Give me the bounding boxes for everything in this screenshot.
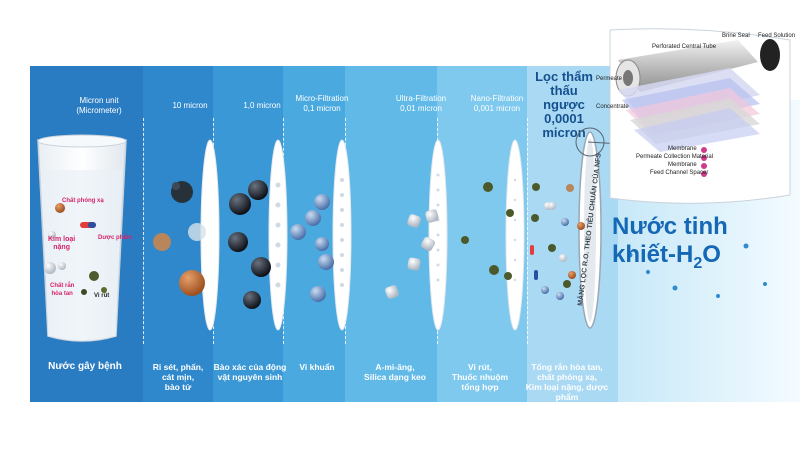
header-nano-filtration: Nano-Filtration 0,001 micron [470,94,524,113]
band-ro [527,66,618,402]
caption-col1: Rỉ sét, phấn, cát mịn, bào tử [152,362,204,392]
particles-col1 [153,181,206,296]
label-feed-solution: Feed Solution [758,33,796,39]
filter-disc-nano [505,139,525,331]
ro-membrane-disc [578,131,602,329]
label-permeate: Permeate [596,76,623,82]
caption-glass: Nước gây bệnh [48,361,122,372]
pure-water-line2: khiết-H2O [612,241,728,278]
label-dissolved-solids: Chất rắn hòa tan [50,283,75,297]
pure-water-line1: Nước tinh [612,213,728,240]
glass-particles [44,203,107,295]
pure-water-title: Nước tinh khiết-H2O [612,213,728,278]
caption-col6: Tổng rắn hòa tan, chất phóng xạ, Kim loạ… [525,362,609,402]
label-radioactive: Chất phóng xạ [62,198,104,204]
header-micro-filtration: Micro-Filtration 0,1 micron [295,94,349,113]
unit-header: Micron unit (Micrometer) [76,96,122,115]
particles-col4 [385,209,439,299]
particles-col3 [290,194,334,302]
caption-col3: Vi khuẩn [299,362,335,372]
pure-water-h: khiết-H [612,241,694,268]
label-concentrate: Concentrate [596,104,629,110]
pure-water-o: O [702,241,721,268]
header-10-micron: 10 micron [172,101,208,110]
pure-water-sub: 2 [693,255,703,272]
label-brine-seal: Brine Seal [722,33,750,39]
label-pharmaceutical: Dược phẩm [98,235,132,241]
pure-water-drops [627,196,767,298]
label-virus: Vi rút [94,293,110,299]
band-ultra [345,66,437,402]
separator [527,118,528,344]
caption-col5: Vi rút, Thuốc nhuộm tổng hợp [451,362,509,392]
filter-disc-1 [268,139,288,331]
label-heavy-metal: Kim loại nặng [48,236,76,251]
particles-col2 [228,180,271,309]
particle [55,203,65,213]
caption-col4: A-mi-ăng, Silica dạng keo [364,362,426,382]
label-permeate-collection: Permeate Collection Material [636,154,714,160]
particles-col6 [530,183,585,300]
label-feed-spacer: Feed Channel Spacer [650,170,709,176]
separator [143,118,144,344]
ro-module-illustration [575,28,791,204]
ro-header: Lọc thẩm thấu ngược 0,0001 micron [535,69,593,140]
label-perforated-tube: Perforated Central Tube [652,44,717,50]
filter-disc-ultra [428,139,448,331]
filter-disc-micro [332,139,352,331]
header-ultra-filtration: Ultra-Filtration 0,01 micron [395,94,447,113]
caption-col2: Bào xác của động vật nguyên sinh [213,362,287,382]
label-membrane-2: Membrane [668,162,697,168]
header-1-micron: 1,0 micron [243,101,281,110]
label-membrane-1: Membrane [668,146,697,152]
